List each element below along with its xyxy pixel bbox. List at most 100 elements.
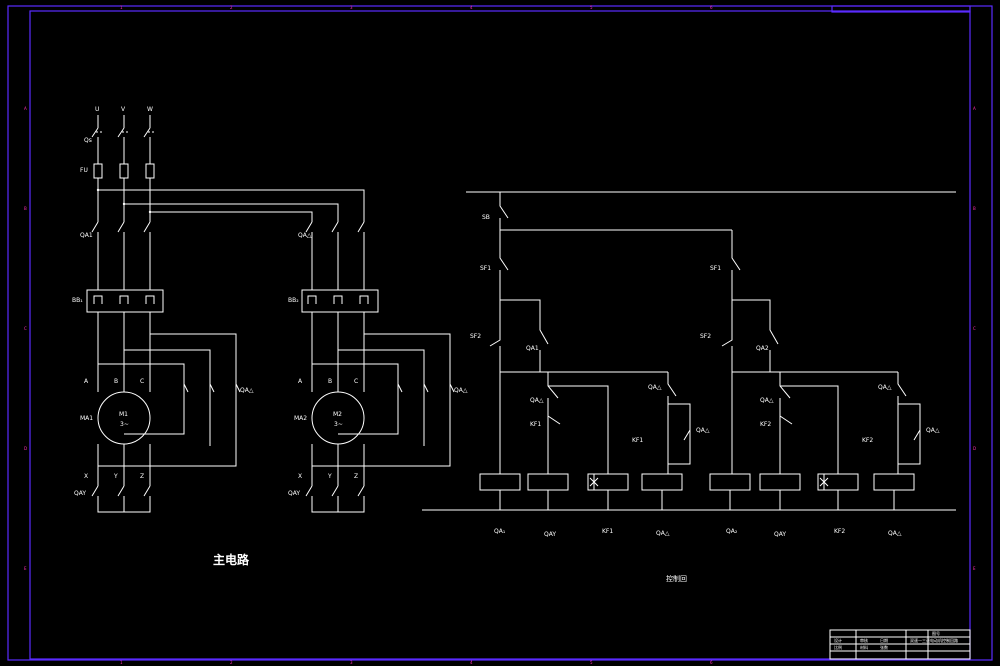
- terminal-a-1: A: [84, 378, 89, 385]
- coil-1: [479, 473, 521, 491]
- svg-text:E: E: [24, 566, 27, 571]
- coil-6: [759, 473, 801, 491]
- title-block: 图号 双速—三速电动机控制回路 设计 审核 日期 比例 材料 张数: [829, 629, 971, 660]
- label-br1: BB₁: [72, 297, 83, 304]
- fuse-2: [119, 163, 129, 179]
- coil-label-5: QA₂: [726, 528, 738, 535]
- svg-text:1: 1: [120, 660, 123, 665]
- svg-text:A: A: [973, 106, 976, 111]
- label-qa-e-2: QA△: [926, 427, 940, 434]
- label-qay-1: QAY: [74, 490, 86, 497]
- label-qa1: QA1: [526, 345, 539, 352]
- label-sf1-b: SF1: [710, 265, 721, 272]
- title-block-r1-c3: 日期: [880, 637, 888, 643]
- svg-text:C: C: [973, 326, 976, 331]
- motor-2: [311, 391, 365, 445]
- terminal-z-2: Z: [354, 473, 358, 480]
- coil-8: [873, 473, 915, 491]
- label-qa-d-2: QA△: [878, 384, 892, 391]
- coil-label-2: QAY: [544, 531, 556, 538]
- svg-text:3: 3: [350, 660, 353, 665]
- coil-label-8: QA△: [888, 530, 902, 537]
- title-block-tag: 图号: [932, 630, 940, 636]
- frame-ticks: 1 2 3 4 5 6 1 2 3 4 5 6 A B C D E A B C D E: [24, 5, 976, 665]
- drawing-frame: [7, 5, 993, 661]
- coil-label-4: QA△: [656, 530, 670, 537]
- label-qa-star-2: QA△: [454, 387, 468, 394]
- terminal-x-2: X: [298, 473, 302, 480]
- label-qa-tri-main: QA△: [298, 232, 312, 239]
- label-ma1: MA1: [80, 415, 93, 422]
- title-block-r1-c1: 设计: [834, 637, 842, 643]
- coil-label-7: KF2: [834, 528, 845, 535]
- label-sf1: SF1: [480, 265, 491, 272]
- terminal-b-2: B: [328, 378, 332, 385]
- svg-text:A: A: [24, 106, 27, 111]
- label-qs: Qs: [84, 137, 92, 144]
- label-kf1: KF1: [530, 421, 541, 428]
- coil-5: [709, 473, 751, 491]
- label-qa-e-1: QA△: [696, 427, 710, 434]
- label-kf2-b: KF2: [862, 437, 873, 444]
- svg-text:4: 4: [470, 5, 473, 10]
- fuse-1: [93, 163, 103, 179]
- terminal-x-1: X: [84, 473, 88, 480]
- label-qa-d-1: QA△: [648, 384, 662, 391]
- svg-text:4: 4: [470, 660, 473, 665]
- svg-text:E: E: [973, 566, 976, 571]
- label-sf2-b: SF2: [700, 333, 711, 340]
- label-qa-mid-1: QA△: [530, 397, 544, 404]
- terminal-b-1: B: [114, 378, 118, 385]
- terminal-z-1: Z: [140, 473, 144, 480]
- svg-text:3: 3: [350, 5, 353, 10]
- phase-label-u: U: [95, 106, 99, 113]
- label-qa1-main: QA1: [80, 232, 93, 239]
- svg-text:B: B: [24, 206, 27, 211]
- thermal-relay-2: [301, 289, 379, 313]
- svg-text:5: 5: [590, 660, 593, 665]
- svg-text:D: D: [973, 446, 976, 451]
- label-qa-mid-2: QA△: [760, 397, 774, 404]
- title-block-r2-c3: 张数: [880, 644, 888, 650]
- fuse-3: [145, 163, 155, 179]
- phase-label-v: V: [121, 106, 126, 113]
- thermal-relay-1: [86, 289, 164, 313]
- label-sf2: SF2: [470, 333, 481, 340]
- coil-label-1: QA₁: [494, 528, 506, 535]
- label-qa-star-1: QA△: [240, 387, 254, 394]
- title-block-r2-c2: 材料: [860, 644, 868, 650]
- label-br2: BB₂: [288, 297, 299, 304]
- title-block-title: 双速—三速电动机控制回路: [910, 637, 958, 643]
- svg-text:C: C: [24, 326, 27, 331]
- phase-label-w: W: [147, 106, 153, 113]
- terminal-y-2: Y: [327, 473, 332, 480]
- svg-text:2: 2: [230, 660, 233, 665]
- motor-1: [97, 391, 151, 445]
- svg-text:1: 1: [120, 5, 123, 10]
- title-block-r2-c1: 比例: [834, 644, 842, 650]
- svg-text:5: 5: [590, 5, 593, 10]
- motor-1-name: M1: [119, 411, 128, 418]
- control-circuit-title: 控制回: [666, 574, 687, 583]
- svg-text:6: 6: [710, 5, 713, 10]
- terminal-c-2: C: [354, 378, 358, 385]
- coil-2: [527, 473, 569, 491]
- motor-1-sub: 3~: [120, 421, 129, 428]
- coil-label-6: QAY: [774, 531, 786, 538]
- label-sb: SB: [482, 214, 490, 221]
- main-circuit-title: 主电路: [213, 552, 250, 567]
- coil-4: [641, 473, 683, 491]
- motor-2-sub: 3~: [334, 421, 343, 428]
- label-fu: FU: [80, 167, 88, 174]
- coil-label-3: KF1: [602, 528, 613, 535]
- label-kf2: KF2: [760, 421, 771, 428]
- svg-text:6: 6: [710, 660, 713, 665]
- control-circuit: SB SF1 SF2 QA1 QA△ KF1 QA△ QA△ KF1 SF1 S…: [422, 191, 956, 583]
- motor-2-name: M2: [333, 411, 342, 418]
- label-qay-2: QAY: [288, 490, 300, 497]
- svg-text:D: D: [24, 446, 27, 451]
- svg-text:2: 2: [230, 5, 233, 10]
- terminal-c-1: C: [140, 378, 144, 385]
- terminal-a-2: A: [298, 378, 303, 385]
